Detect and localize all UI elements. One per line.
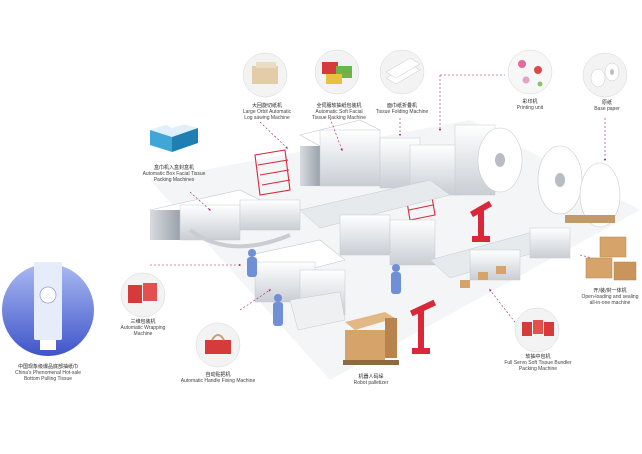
- soft-tissue-pack-icon: [314, 49, 360, 95]
- tissue-box-icon: [150, 118, 198, 152]
- bundle-pack-icon: [514, 307, 560, 353]
- printed-flower-icon: [507, 49, 553, 95]
- folded-tissue-icon: [379, 49, 425, 95]
- tissue-log-icon: [242, 52, 288, 98]
- robot-arms: [409, 200, 493, 354]
- folding-line-machines: [299, 119, 496, 196]
- paper-rolls: [477, 127, 621, 228]
- wrapping-line: [249, 239, 346, 331]
- workers: [247, 249, 401, 326]
- paper-roll-icon: [582, 52, 628, 98]
- bundler-line: [429, 227, 571, 288]
- carton-icon: [585, 236, 637, 281]
- hanging-tissue-icon: [2, 262, 94, 356]
- pallet-stack: [343, 312, 399, 365]
- center-conveyor: [299, 179, 451, 266]
- handle-pack-icon: [195, 322, 241, 368]
- box-packing-line: [149, 189, 301, 249]
- wrapped-pack-icon: [120, 272, 166, 318]
